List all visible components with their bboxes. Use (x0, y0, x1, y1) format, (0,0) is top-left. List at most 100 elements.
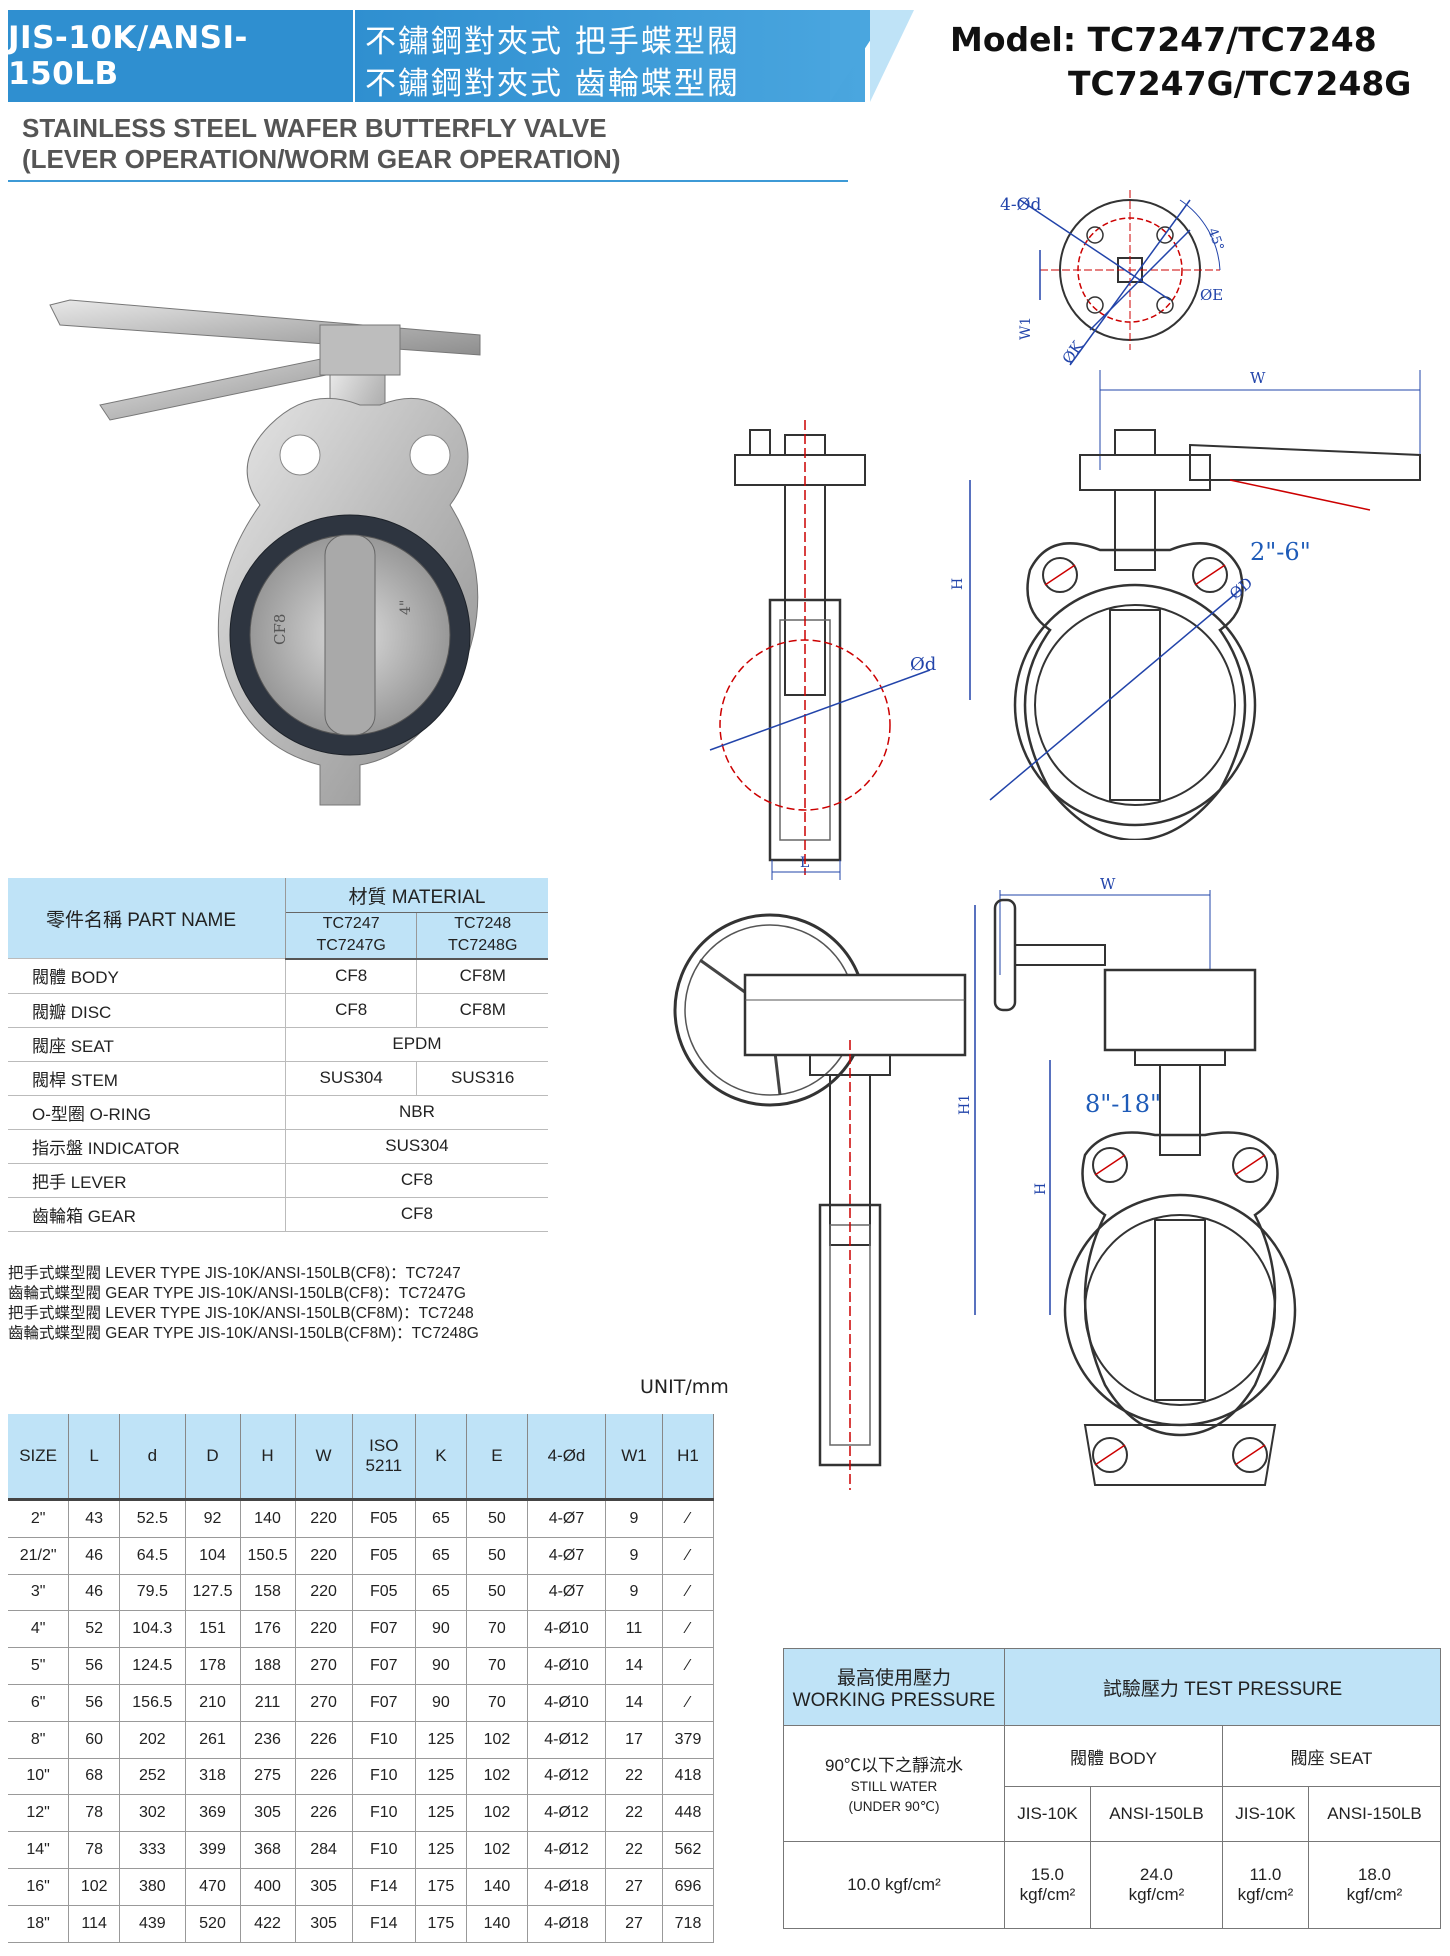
table-cell: 369 (185, 1794, 241, 1833)
material-value-tc7247: SUS304 (284, 1061, 417, 1096)
table-cell: 27 (605, 1905, 664, 1943)
table-cell: 151 (185, 1610, 241, 1649)
table-cell: 12" (8, 1794, 70, 1833)
table-cell: 90 (415, 1684, 467, 1722)
table-cell: 140 (466, 1905, 529, 1943)
table-cell: 4-Ø10 (527, 1684, 606, 1722)
table-cell: 470 (185, 1868, 241, 1906)
table-cell: 56 (68, 1647, 121, 1685)
body-ansi: ANSI-150LB (1089, 1786, 1223, 1842)
label-gear-h: H (1033, 1183, 1049, 1195)
table-cell: 6" (8, 1684, 70, 1722)
table-cell: 90 (415, 1610, 467, 1649)
table-cell: 102 (466, 1831, 529, 1869)
table-cell: 422 (240, 1905, 296, 1943)
disc-mark-cf8: CF8 (271, 614, 289, 645)
model-notes: 把手式蝶型閥 LEVER TYPE JIS-10K/ANSI-150LB(CF8… (8, 1264, 479, 1344)
table-cell: 4-Ø7 (527, 1574, 606, 1612)
table-cell: 220 (295, 1574, 353, 1612)
label-gear-sizes: 8"-18" (1085, 1090, 1161, 1118)
table-cell: 210 (185, 1684, 241, 1722)
table-cell: F07 (352, 1647, 416, 1685)
table-cell: 56 (68, 1684, 121, 1722)
model-line-1: Model: TC7247/TC7248 (950, 20, 1377, 59)
table-cell: 156.5 (119, 1684, 186, 1722)
column-header: K (415, 1414, 467, 1501)
header-divider (8, 180, 848, 182)
standard-banner: JIS-10K/ANSI-150LB (8, 10, 353, 102)
title-cn-lever: 不鏽鋼對夾式 把手蝶型閥 (365, 24, 740, 60)
table-cell: 4-Ø12 (527, 1758, 606, 1796)
table-cell: 379 (662, 1721, 714, 1759)
table-cell: 178 (185, 1647, 241, 1685)
note-line: 齒輪式蝶型閥 GEAR TYPE JIS-10K/ANSI-150LB(CF8)… (8, 1285, 466, 1302)
table-cell: 220 (295, 1499, 353, 1538)
table-cell: 4-Ø12 (527, 1831, 606, 1869)
table-cell: 4-Ø7 (527, 1499, 606, 1538)
table-cell: 202 (119, 1721, 186, 1759)
table-cell: ⁄ (662, 1647, 714, 1685)
subtitle-line-1: STAINLESS STEEL WAFER BUTTERFLY VALVE (22, 113, 607, 143)
table-cell: 211 (240, 1684, 296, 1722)
label-h: H (950, 578, 966, 590)
table-cell: 104.3 (119, 1610, 186, 1649)
table-cell: 102 (466, 1794, 529, 1833)
label-l: L (800, 855, 809, 871)
table-cell: 65 (415, 1574, 467, 1612)
table-cell: 60 (68, 1721, 121, 1759)
table-cell: ⁄ (662, 1574, 714, 1612)
table-cell: 696 (662, 1868, 714, 1906)
table-cell: F05 (352, 1537, 416, 1575)
table-cell: 275 (240, 1758, 296, 1796)
table-cell: 305 (295, 1868, 353, 1906)
column-header: L (68, 1414, 121, 1501)
table-cell: F10 (352, 1721, 416, 1759)
table-cell: 4-Ø12 (527, 1794, 606, 1833)
table-cell: 368 (240, 1831, 296, 1869)
table-cell: 448 (662, 1794, 714, 1833)
lever-front-view: W 2"-6" H ØD (950, 370, 1421, 840)
table-cell: 27 (605, 1868, 664, 1906)
table-cell: 226 (295, 1758, 353, 1796)
table-cell: 236 (240, 1721, 296, 1759)
table-cell: 318 (185, 1758, 241, 1796)
title-banner (355, 10, 865, 102)
column-header: 4-Ød (527, 1414, 606, 1501)
column-header: ISO 5211 (352, 1414, 416, 1501)
label-h1: H1 (957, 1094, 973, 1115)
table-cell: 104 (185, 1537, 241, 1575)
side-section-view: Ød L (709, 420, 936, 880)
material-value: NBR (284, 1095, 548, 1130)
table-cell: 4-Ø10 (527, 1610, 606, 1649)
part-name: 指示盤 INDICATOR (8, 1129, 286, 1164)
table-cell: 22 (605, 1831, 664, 1869)
table-cell: F05 (352, 1574, 416, 1612)
seat-jis: JIS-10K (1221, 1786, 1309, 1842)
table-cell: 50 (466, 1574, 529, 1612)
table-cell: 380 (119, 1868, 186, 1906)
material-value-tc7248: CF8M (416, 993, 548, 1028)
table-cell: 114 (68, 1905, 121, 1943)
material-value: SUS304 (284, 1129, 548, 1164)
table-cell: 125 (415, 1794, 467, 1833)
table-cell: 140 (240, 1499, 296, 1538)
table-cell: 188 (240, 1647, 296, 1685)
table-cell: 562 (662, 1831, 714, 1869)
seat-header: 閥座 SEAT (1221, 1725, 1442, 1787)
table-cell: 64.5 (119, 1537, 186, 1575)
table-cell: 22 (605, 1758, 664, 1796)
